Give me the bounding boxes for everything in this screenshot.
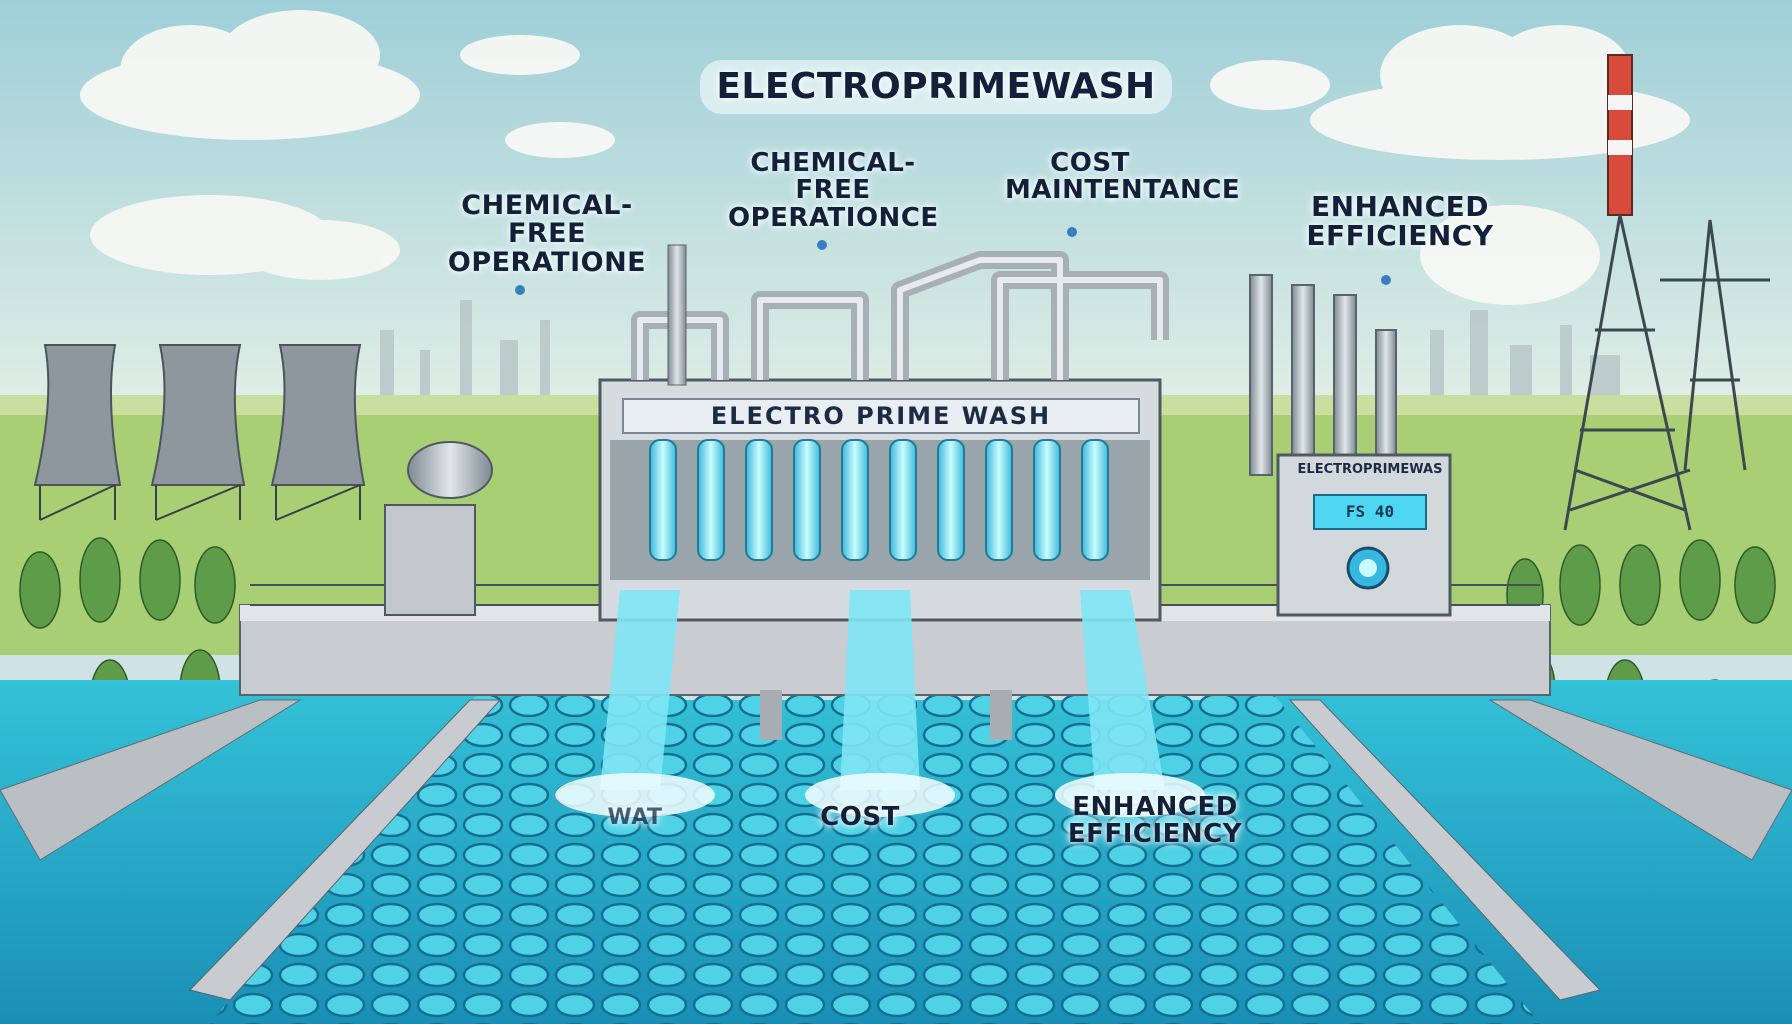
control-panel-display: FS 40 bbox=[1313, 494, 1427, 530]
cooling-towers bbox=[33, 343, 366, 521]
glowing-tubes bbox=[649, 439, 1109, 561]
machine-sign: ELECTRO PRIME WASH bbox=[622, 398, 1140, 434]
splashes bbox=[555, 773, 1205, 817]
chimney bbox=[1607, 54, 1633, 216]
water-label-cost: COST bbox=[820, 802, 900, 832]
clouds bbox=[80, 10, 1690, 305]
storage-tank bbox=[407, 441, 493, 499]
feature-label-chemical-free-left: CHEMICAL-FREE OPERATIONE bbox=[447, 190, 647, 278]
water-label-wat: WAT bbox=[607, 805, 663, 830]
water-ripples bbox=[210, 690, 1540, 1024]
brand-title: ELECTROPRIMEWASH bbox=[700, 60, 1172, 114]
pump-house bbox=[384, 504, 476, 616]
power-pylons bbox=[1563, 214, 1770, 531]
droplet-icons bbox=[515, 227, 1391, 295]
feature-label-chemical-free-center: CHEMICAL-FREE OPERATIONCE bbox=[728, 148, 939, 233]
waterfalls bbox=[600, 590, 1165, 790]
feature-label-enhanced-efficiency: ENHANCED EFFICIENCY bbox=[1306, 190, 1494, 253]
control-panel-box bbox=[1276, 453, 1452, 617]
right-stacks bbox=[1249, 274, 1397, 476]
water-label-enhanced-efficiency: ENHANCED EFFICIENCY bbox=[1067, 792, 1243, 850]
feature-label-cost-maintenance: COST MAINTENTANCE bbox=[1005, 148, 1241, 206]
control-panel-label: ELECTROPRIMEWAS bbox=[1297, 462, 1443, 477]
